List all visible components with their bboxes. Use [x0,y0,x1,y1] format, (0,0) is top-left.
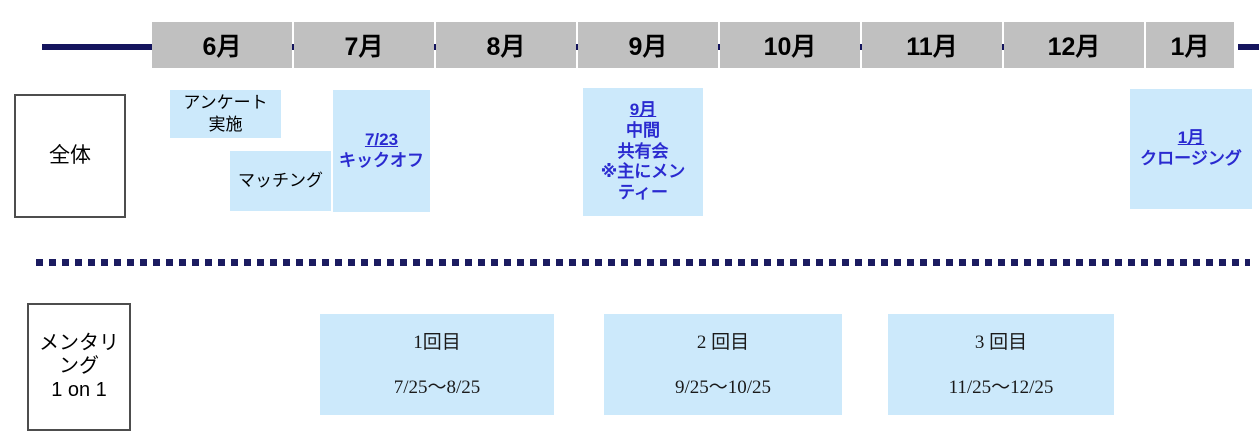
event-midterm-date: 9月 [629,100,657,120]
session-3-range: 11/25〜12/25 [948,376,1054,398]
mentoring-session-3: 3 回目 11/25〜12/25 [888,314,1114,415]
session-2-title: 2 回目 [696,331,750,353]
session-2-range: 9/25〜10/25 [674,376,772,398]
mentoring-session-1: 1回目 7/25〜8/25 [320,314,554,415]
event-box-closing: 1月クロージング [1130,89,1252,209]
mentoring-session-2: 2 回目 9/25〜10/25 [604,314,842,415]
section-divider [36,259,1250,266]
event-closing-date: 1月 [1177,128,1205,148]
month-box-9: 9月 [578,22,718,68]
event-box-matching: マッチング [230,151,331,211]
event-closing-text: 1月クロージング [1140,128,1242,168]
month-box-8: 8月 [436,22,576,68]
event-box-survey: アンケート実施 [170,90,281,138]
row-label-overall: 全体 [14,94,126,218]
event-box-midterm: 9月中間共有会※主にメンティー [583,88,703,216]
row-label-mentoring: メンタリ ング 1 on 1 [27,303,131,431]
month-box-6: 6月 [152,22,292,68]
session-1-range: 7/25〜8/25 [393,376,481,398]
month-box-10: 10月 [720,22,860,68]
axis-segment-start [42,44,154,50]
event-survey-text: アンケート実施 [183,92,268,134]
month-box-7: 7月 [294,22,434,68]
event-matching-text: マッチング [238,170,323,190]
month-box-11: 11月 [862,22,1002,68]
axis-segment-end [1238,44,1259,50]
event-kickoff-date: 7/23 [364,130,399,150]
month-box-1: 1月 [1146,22,1234,68]
event-midterm-text: 9月中間共有会※主にメンティー [600,100,686,203]
month-box-12: 12月 [1004,22,1144,68]
session-1-title: 1回目 [413,331,461,353]
session-3-title: 3 回目 [974,331,1028,353]
